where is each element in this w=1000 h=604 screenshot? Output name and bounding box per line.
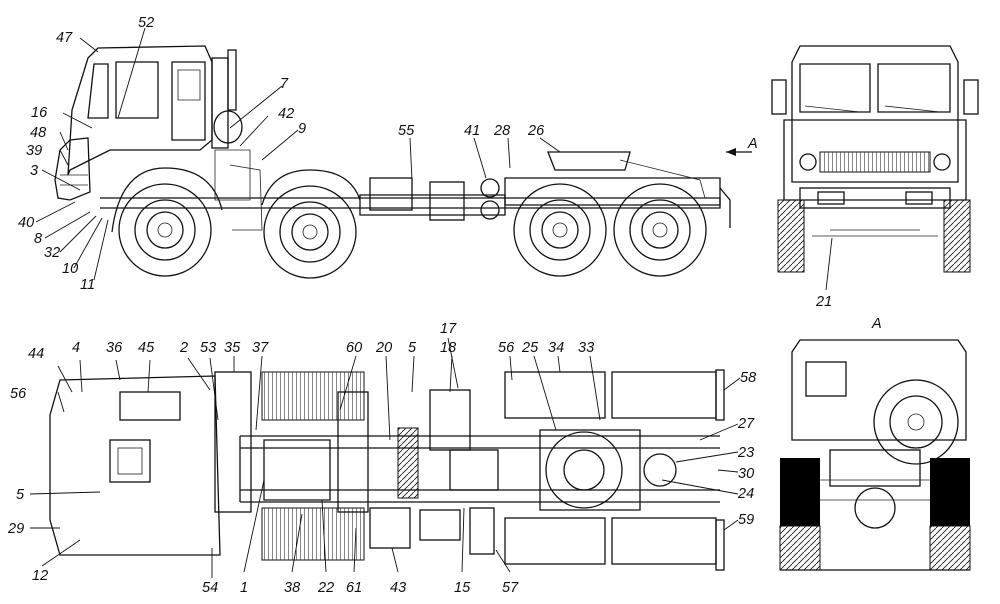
label-42: 42 xyxy=(278,106,294,122)
label-38: 38 xyxy=(284,580,300,596)
label-32: 32 xyxy=(44,245,60,261)
label-35: 35 xyxy=(224,340,241,356)
label-29: 29 xyxy=(7,521,24,537)
label-47: 47 xyxy=(56,30,73,46)
rear-view xyxy=(779,339,971,571)
label-28: 28 xyxy=(493,123,510,139)
label-54: 54 xyxy=(202,580,218,596)
label-27: 27 xyxy=(737,416,755,432)
label-43: 43 xyxy=(390,580,406,596)
wheel-3 xyxy=(513,183,607,277)
label-37: 37 xyxy=(252,340,269,356)
label-18: 18 xyxy=(440,340,456,356)
label-61: 61 xyxy=(346,580,362,596)
label-44: 44 xyxy=(28,346,44,362)
plan-view xyxy=(29,337,741,578)
view-arrow-label: A xyxy=(747,136,758,152)
label-23: 23 xyxy=(737,445,754,461)
plan-labels: 17 44 4 36 45 2 53 35 37 60 20 5 18 56 2… xyxy=(7,321,756,596)
label-39: 39 xyxy=(26,143,42,159)
label-48: 48 xyxy=(30,125,46,141)
label-40: 40 xyxy=(18,215,34,231)
label-57: 57 xyxy=(502,580,519,596)
label-41: 41 xyxy=(464,123,480,139)
wheel-2 xyxy=(263,185,357,279)
label-22: 22 xyxy=(317,580,334,596)
label-2: 2 xyxy=(179,340,188,356)
rear-view-title: A xyxy=(871,316,882,332)
label-56-left: 56 xyxy=(10,386,27,402)
label-26: 26 xyxy=(527,123,545,139)
label-33: 33 xyxy=(578,340,594,356)
label-55: 55 xyxy=(398,123,415,139)
label-53: 53 xyxy=(200,340,216,356)
label-5-top: 5 xyxy=(408,340,417,356)
label-9: 9 xyxy=(298,121,306,137)
label-17: 17 xyxy=(440,321,457,337)
label-21: 21 xyxy=(815,294,832,310)
label-16: 16 xyxy=(31,105,48,121)
label-24: 24 xyxy=(737,486,754,502)
label-58: 58 xyxy=(740,370,756,386)
label-10: 10 xyxy=(62,261,78,277)
label-34: 34 xyxy=(548,340,564,356)
wheel-1 xyxy=(118,183,212,277)
label-11: 11 xyxy=(80,277,95,293)
label-45: 45 xyxy=(138,340,155,356)
label-20: 20 xyxy=(375,340,392,356)
side-labels: 52 47 7 16 42 9 48 55 41 28 26 39 3 40 8… xyxy=(18,15,545,293)
label-3: 3 xyxy=(30,163,38,179)
label-5-left: 5 xyxy=(16,487,25,503)
label-4: 4 xyxy=(72,340,80,356)
front-view xyxy=(726,45,979,291)
label-30: 30 xyxy=(738,466,754,482)
label-15: 15 xyxy=(454,580,471,596)
label-36: 36 xyxy=(106,340,123,356)
label-12: 12 xyxy=(32,568,48,584)
front-labels: 21 A A xyxy=(747,136,882,332)
label-60: 60 xyxy=(346,340,362,356)
label-7: 7 xyxy=(280,76,289,92)
label-56-top: 56 xyxy=(498,340,515,356)
label-8: 8 xyxy=(34,231,42,247)
label-59: 59 xyxy=(738,512,754,528)
side-view xyxy=(35,27,731,281)
label-52: 52 xyxy=(138,15,154,31)
wheel-4 xyxy=(613,183,707,277)
label-1: 1 xyxy=(240,580,248,596)
label-25: 25 xyxy=(521,340,539,356)
